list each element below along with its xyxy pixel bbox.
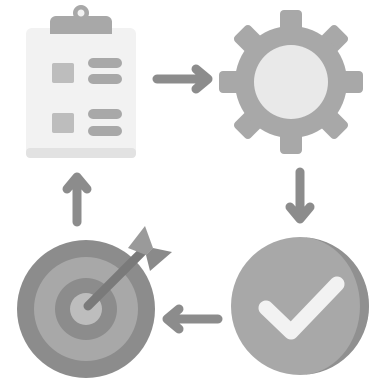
gear-icon [219, 10, 363, 154]
line-2b [88, 126, 122, 136]
check-circle-bg [231, 237, 369, 375]
target-with-arrow-icon [17, 226, 172, 378]
gear-hub [254, 45, 328, 119]
target-arrow-shaft [83, 247, 147, 311]
clipboard-paper-bottom [26, 148, 136, 158]
arrow-left-icon [162, 304, 223, 334]
target-arrow-fletch-bottom [146, 248, 172, 271]
line-2a [88, 109, 122, 119]
target-arrow-fletch-top [128, 226, 153, 255]
arrow-down-icon [285, 167, 315, 224]
arrow-right-icon [152, 64, 213, 94]
line-1a [88, 58, 122, 68]
check-mark [258, 276, 345, 340]
arrow-up-icon [62, 172, 92, 227]
clipboard-clip-hole [77, 9, 85, 17]
checkbox-2 [52, 113, 74, 133]
line-1b [88, 74, 122, 84]
clipboard-checklist-icon [26, 5, 136, 158]
clipboard-paper [26, 28, 136, 158]
clipboard-clip [50, 16, 112, 34]
checkmark-circle-icon [231, 237, 369, 375]
checkbox-1 [52, 63, 74, 83]
